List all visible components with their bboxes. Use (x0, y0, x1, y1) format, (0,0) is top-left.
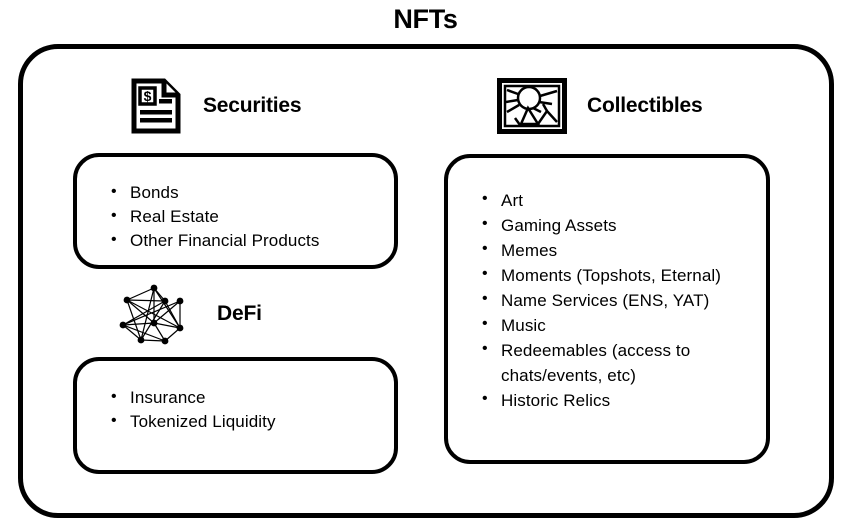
collectibles-label: Collectibles (587, 94, 703, 117)
list-item: Bonds (97, 180, 394, 205)
list-item: Redeemables (access to chats/events, etc… (468, 337, 766, 388)
document-dollar-icon: $ (131, 78, 181, 134)
list-item-line1: Redeemables (access to (501, 341, 691, 360)
list-item: Art (468, 187, 766, 213)
defi-list: Insurance Tokenized Liquidity (97, 385, 394, 434)
securities-list-box: Bonds Real Estate Other Financial Produc… (73, 153, 398, 269)
list-item: Name Services (ENS, YAT) (468, 287, 766, 313)
defi-list-box: Insurance Tokenized Liquidity (73, 357, 398, 474)
list-item: Tokenized Liquidity (97, 409, 394, 434)
list-item: Real Estate (97, 204, 394, 229)
list-item: Memes (468, 237, 766, 263)
collectibles-list-box: Art Gaming Assets Memes Moments (Topshot… (444, 154, 770, 464)
collectibles-section-header: Collectibles (497, 78, 703, 134)
list-item: Gaming Assets (468, 212, 766, 238)
list-item: Insurance (97, 385, 394, 410)
securities-list: Bonds Real Estate Other Financial Produc… (97, 180, 394, 253)
list-item: Music (468, 312, 766, 338)
defi-section-header: DeFi (117, 283, 262, 345)
list-item: Other Financial Products (97, 228, 394, 253)
framed-artwork-icon (497, 78, 567, 134)
defi-label: DeFi (217, 302, 262, 325)
list-item: Moments (Topshots, Eternal) (468, 262, 766, 288)
network-graph-icon (117, 283, 193, 345)
securities-section-header: $ Securities (131, 78, 302, 134)
list-item: Historic Relics (468, 387, 766, 413)
securities-label: Securities (203, 94, 302, 117)
list-item-line2: chats/events, etc) (501, 366, 637, 385)
page-title: NFTs (393, 4, 458, 34)
svg-text:$: $ (144, 88, 152, 104)
collectibles-list: Art Gaming Assets Memes Moments (Topshot… (468, 187, 766, 413)
